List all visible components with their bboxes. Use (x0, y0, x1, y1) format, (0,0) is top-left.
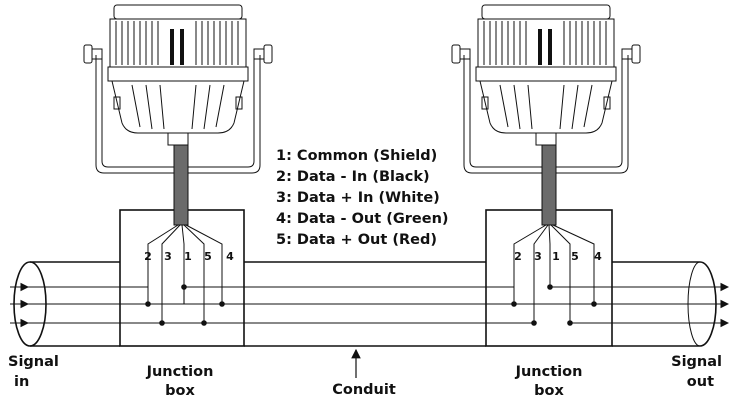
conduit-label: Conduit (332, 382, 396, 398)
junction-box-label: Junction (515, 364, 583, 380)
pin-label: 1 (184, 250, 192, 263)
wire-fanout-right (513, 224, 595, 323)
signal-out-label: out (687, 374, 714, 390)
legend-item: 2: Data - In (Black) (276, 169, 430, 185)
signal-lines-left (10, 286, 454, 324)
signal-lines-right (10, 282, 730, 328)
wire-fanout-left (147, 224, 223, 323)
junction-box-label: Junction (146, 364, 214, 380)
signal-in-label: in (14, 374, 29, 390)
conduit (13, 261, 717, 347)
pin-labels-right: 2 3 1 5 4 (514, 250, 602, 263)
junction-box-label: box (165, 383, 195, 399)
junction-box-label: box (534, 383, 564, 399)
signal-in-label: Signal (8, 354, 59, 370)
pin-label: 2 (144, 250, 152, 263)
legend-item: 5: Data + Out (Red) (276, 232, 437, 248)
pin-label: 4 (226, 250, 234, 263)
pin-labels-left: 2 3 1 5 4 (144, 250, 234, 263)
pin-label: 3 (164, 250, 172, 263)
legend-item: 4: Data - Out (Green) (276, 211, 449, 227)
pin-label: 2 (514, 250, 522, 263)
pin-label: 1 (552, 250, 560, 263)
pin-label: 3 (534, 250, 542, 263)
cable-right (541, 144, 557, 226)
signal-out-label: Signal (671, 354, 722, 370)
signal-lines-middle (162, 286, 594, 324)
wire-legend: 1: Common (Shield) 2: Data - In (Black) … (276, 148, 449, 248)
cable-left (173, 144, 189, 226)
pin-label: 5 (571, 250, 579, 263)
junction-box-left (119, 209, 245, 347)
pin-label: 4 (594, 250, 602, 263)
legend-item: 1: Common (Shield) (276, 148, 437, 164)
pin-label: 5 (204, 250, 212, 263)
wire-junction-dots (145, 284, 597, 326)
legend-item: 3: Data + In (White) (276, 190, 440, 206)
